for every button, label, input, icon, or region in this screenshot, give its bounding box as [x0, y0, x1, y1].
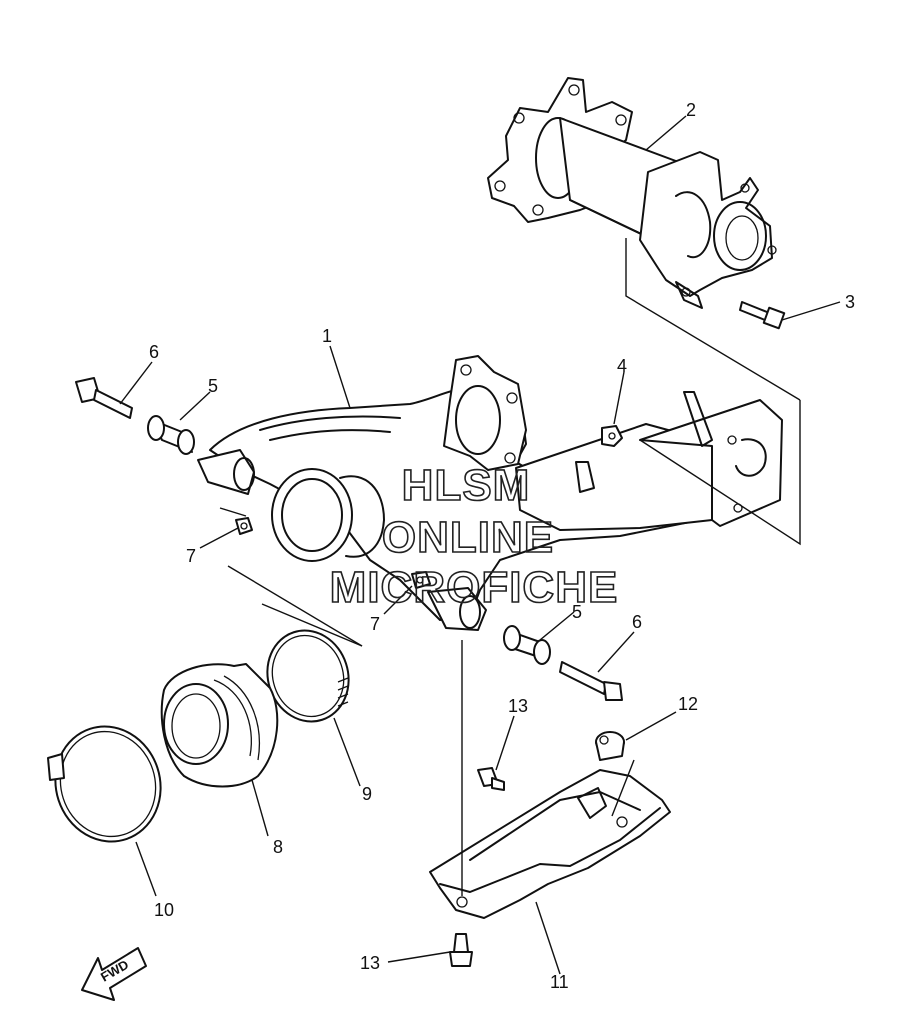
watermark-line-3: MICROFICHE [330, 563, 619, 612]
callout-11: 11 [550, 972, 569, 992]
watermark-line-2: ONLINE [382, 513, 554, 562]
callout-12: 12 [678, 694, 698, 714]
callout-6-lower: 6 [632, 612, 642, 632]
callout-4: 4 [617, 356, 627, 376]
bushing-lower [503, 625, 551, 665]
nut-7-lower [411, 571, 431, 589]
band-clamp-10 [47, 725, 162, 843]
nut-4 [601, 425, 623, 447]
bolt-13-upper [477, 767, 505, 791]
callout-1: 1 [322, 326, 332, 346]
watermark-line-1: HLSM [402, 461, 531, 510]
callout-13-upper: 13 [508, 696, 528, 716]
bushing-upper [147, 415, 195, 455]
callout-8: 8 [273, 837, 283, 857]
watermark: HLSM ONLINE MICROFICHE [329, 460, 619, 613]
callout-9: 9 [362, 784, 372, 804]
bolt-upper [75, 377, 133, 419]
swingarm [197, 355, 783, 631]
callout-2: 2 [686, 100, 696, 120]
callout-7-lower: 7 [370, 614, 380, 634]
rubber-boot-8 [160, 663, 279, 788]
callout-10: 10 [154, 900, 174, 920]
callout-leaders [119, 115, 841, 975]
callout-13-lower: 13 [360, 953, 380, 973]
flange-bolt [739, 301, 786, 330]
callout-3: 3 [845, 292, 855, 312]
collar-12 [595, 731, 625, 761]
fwd-arrow-icon: FWD [81, 947, 147, 1001]
bolt-lower [559, 661, 623, 701]
callout-5-upper: 5 [208, 376, 218, 396]
bolt-13-lower [449, 933, 473, 967]
axle-hub-housing [487, 77, 777, 309]
nut-7-upper [235, 517, 253, 535]
callout-7-upper: 7 [186, 546, 196, 566]
callout-5-lower: 5 [572, 602, 582, 622]
assembly-lines [219, 238, 801, 896]
callout-6-upper: 6 [149, 342, 159, 362]
skid-plate-11 [429, 769, 671, 919]
